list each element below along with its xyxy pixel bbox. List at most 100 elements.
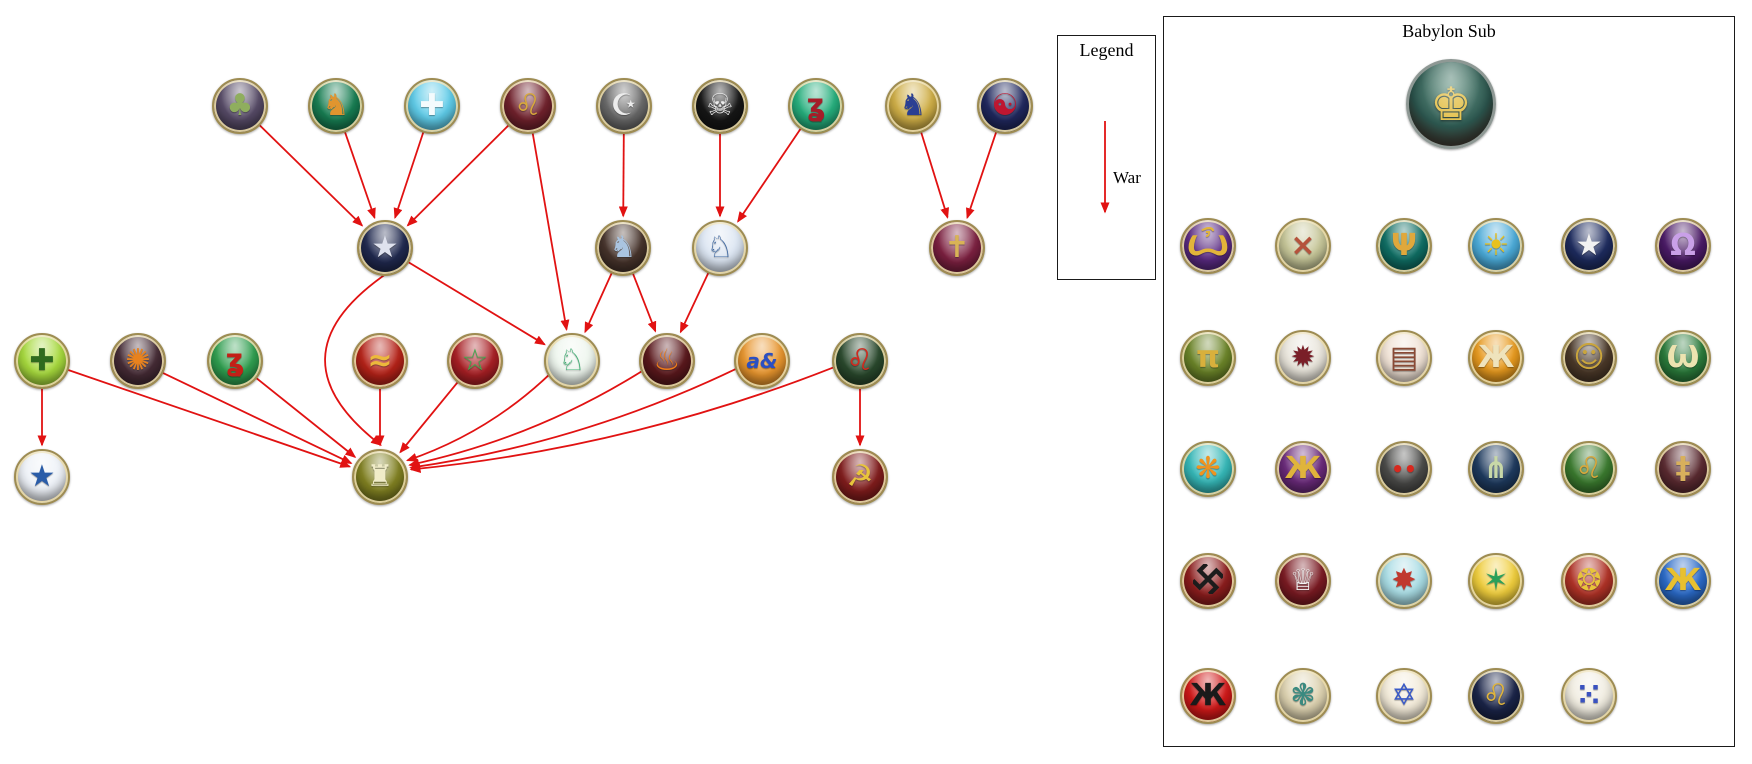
navy-star-icon-glyph: ★ — [371, 230, 399, 265]
orange-spider-icon: ✺ — [110, 333, 166, 389]
war-arrow — [255, 377, 357, 458]
gold-blue-lion-icon: ♞ — [885, 78, 941, 134]
red-dragon-green-icon-glyph: ʓ — [225, 343, 245, 378]
compass-star-icon-glyph: ✸ — [1391, 563, 1417, 598]
judah-lion-icon: ♌ — [832, 333, 888, 389]
war-arrow — [631, 272, 657, 333]
war-arrow — [966, 131, 998, 220]
navy-white-star-icon: ★ — [1561, 218, 1617, 274]
spiked-sun-icon: ✹ — [1275, 330, 1331, 386]
yellow-green-star-icon: ✶ — [1468, 553, 1524, 609]
green-gold-lion-icon: ♌ — [1561, 441, 1617, 497]
inukshuk-icon-glyph: ✚ — [419, 88, 445, 123]
war-arrow — [258, 124, 364, 227]
judah-lion-icon-glyph: ♌ — [846, 343, 874, 378]
leader-crown-glyph: ♚ — [1430, 77, 1472, 131]
norway-lion-icon-glyph: ♌ — [1482, 678, 1510, 713]
war-arrow — [679, 272, 710, 334]
tiki-mask-icon: ☺ — [1561, 330, 1617, 386]
byzantium-double-eagle-icon-glyph: Ж — [1284, 451, 1322, 486]
horse-rider-icon-glyph: ♞ — [609, 230, 637, 265]
ireland-harp-icon-glyph: Ψ — [1391, 228, 1417, 263]
swastika-glyph — [1191, 561, 1225, 599]
war-arrow — [737, 127, 802, 223]
babylon-leader-portrait: ♚ — [1406, 59, 1496, 149]
celtic-knot-icon-glyph: ♣ — [226, 88, 254, 123]
blue-gold-eagle-icon-glyph: Ж — [1664, 563, 1702, 598]
teal-sun-icon-glyph: ❋ — [1195, 451, 1221, 486]
war-arrow — [343, 131, 376, 220]
shiva-lingam-icon-glyph: Ω — [1670, 228, 1696, 263]
ussr-hammer-sickle-icon-glyph: ☭ — [846, 459, 874, 494]
carthage-palmette-icon-glyph: ⋔ — [1483, 451, 1509, 486]
ussr-hammer-sickle-icon: ☭ — [832, 449, 888, 505]
two-red-dots-icon: •• — [1376, 441, 1432, 497]
pirate-skull-icon-glyph: ☠ — [706, 88, 734, 123]
war-arrow — [584, 272, 613, 334]
tiki-mask-icon-glyph: ☺ — [1573, 340, 1605, 375]
war-arrow — [161, 371, 353, 464]
maroon-gold-glyph-icon: ‡ — [1655, 441, 1711, 497]
blue-gold-eagle-icon: Ж — [1655, 553, 1711, 609]
cuneiform-tablet-icon-glyph: ▤ — [1389, 340, 1419, 375]
war-arrow — [920, 131, 950, 219]
lime-cross-icon-glyph: ✚ — [29, 343, 55, 378]
kangaroo-icon: ♞ — [308, 78, 364, 134]
portugal-shields-icon-glyph: ⁙ — [1576, 678, 1602, 713]
green-gold-lion-icon-glyph: ♌ — [1575, 451, 1603, 486]
communist-wreath-icon-glyph: ❂ — [1576, 563, 1602, 598]
snow-lion-icon: ♘ — [544, 333, 600, 389]
crimson-cross-icon: ✝ — [929, 220, 985, 276]
finland-lion-shield-icon: ♘ — [692, 220, 748, 276]
crimson-cross-icon-glyph: ✝ — [944, 230, 970, 265]
byzantium-double-eagle-icon: Ж — [1275, 441, 1331, 497]
afghanistan-mosque-icon: ♜ — [352, 449, 408, 505]
babylon-panel-title: Babylon Sub — [1402, 21, 1496, 41]
welsh-dragon-icon: ʓ — [788, 78, 844, 134]
legend-war-label: War — [1113, 168, 1141, 187]
green-torii-icon-glyph: π — [1196, 340, 1220, 375]
blue-star-circle-icon-glyph: ★ — [28, 459, 56, 494]
navy-star-icon: ★ — [357, 220, 413, 276]
amber-eagle-icon: Ж — [1468, 330, 1524, 386]
red-saltire-icon: × — [1275, 218, 1331, 274]
finland-lion-shield-icon-glyph: ♘ — [706, 230, 734, 265]
maroon-gold-glyph-icon-glyph: ‡ — [1675, 451, 1691, 486]
flame-icon: ♨ — [639, 333, 695, 389]
green-torii-icon: π — [1180, 330, 1236, 386]
celtic-knot-icon: ♣ — [212, 78, 268, 134]
kangaroo-icon-glyph: ♞ — [322, 88, 350, 123]
silver-crescent-icon: ☪ — [596, 78, 652, 134]
powder-horn-icon: a& — [734, 333, 790, 389]
communist-wreath-icon: ❂ — [1561, 553, 1617, 609]
legend-box: Legend War — [1057, 35, 1156, 280]
war-arrow — [393, 131, 425, 220]
rome-laurel-icon-glyph: Ѽ — [1186, 228, 1230, 263]
legend-title: Legend — [1079, 40, 1134, 60]
horse-rider-icon: ♞ — [595, 220, 651, 276]
welsh-dragon-icon-glyph: ʓ — [806, 88, 826, 123]
war-arrow — [531, 132, 570, 331]
carthage-palmette-icon: ⋔ — [1468, 441, 1524, 497]
swastika-icon — [1180, 553, 1236, 609]
lion-sword-icon: ♌ — [500, 78, 556, 134]
inukshuk-icon: ✚ — [404, 78, 460, 134]
two-red-dots-icon-glyph: •• — [1391, 457, 1417, 481]
flame-icon-glyph: ♨ — [653, 343, 681, 378]
war-arrow — [408, 370, 643, 468]
albania-eagle-icon: Ж — [1180, 668, 1236, 724]
shiva-lingam-icon: Ω — [1655, 218, 1711, 274]
white-crown-red-icon: ♕ — [1275, 553, 1331, 609]
korea-taegeuk-icon: ☯ — [977, 78, 1033, 134]
pirate-skull-icon: ☠ — [692, 78, 748, 134]
orange-spider-icon-glyph: ✺ — [125, 343, 151, 378]
siam-elephant-icon: Ѡ — [1655, 330, 1711, 386]
amber-eagle-icon-glyph: Ж — [1477, 340, 1515, 375]
morocco-pentagram-icon: ☆ — [447, 333, 503, 389]
argentina-sun-icon-glyph: ☀ — [1482, 228, 1510, 263]
rome-laurel-icon: Ѽ — [1180, 218, 1236, 274]
legend-war-arrow — [1100, 121, 1110, 214]
white-crown-red-icon-glyph: ♕ — [1289, 563, 1317, 598]
afghanistan-mosque-icon-glyph: ♜ — [366, 459, 394, 494]
